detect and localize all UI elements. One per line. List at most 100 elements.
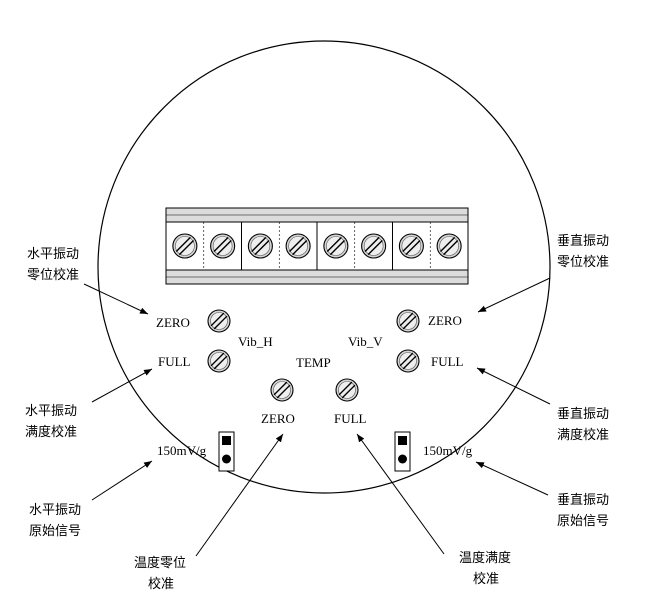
callout-t-full-line2: 校准 bbox=[473, 571, 499, 587]
v-signal-jack bbox=[394, 431, 411, 472]
terminal-screw-1 bbox=[172, 233, 198, 259]
callout-h-zero-line1: 水平振动 bbox=[27, 247, 79, 262]
v-signal-jack-square bbox=[398, 436, 407, 445]
h-full-pot-slot-2 bbox=[213, 355, 228, 370]
t-zero-pot-slot-1 bbox=[273, 381, 288, 396]
v-full-pot-slot-1 bbox=[399, 352, 414, 367]
label-t-full: FULL bbox=[334, 411, 367, 426]
label-h-full: FULL bbox=[158, 354, 191, 369]
terminal-screw-2-rim bbox=[212, 236, 233, 256]
t-full-pot-slot-2 bbox=[341, 384, 356, 399]
h-zero-pot-rim bbox=[210, 312, 228, 330]
label-temp: TEMP bbox=[296, 355, 331, 370]
label-vib-v: Vib_V bbox=[348, 334, 383, 349]
callout-v-full-line1: 垂直振动 bbox=[557, 407, 609, 422]
terminal-screw-8-slot-1 bbox=[440, 236, 456, 253]
h-zero-pot-slot-1 bbox=[210, 312, 225, 327]
v-full-pot-slot-2 bbox=[402, 355, 417, 370]
callout-v-raw-line2: 原始信号 bbox=[557, 514, 609, 529]
terminal-screw-7-slot-1 bbox=[402, 236, 418, 253]
h-signal-jack-dot bbox=[222, 454, 231, 464]
callout-h-full-line1: 水平振动 bbox=[25, 404, 77, 419]
arrow-v-raw bbox=[475, 461, 549, 496]
terminal-screw-4-slot-1 bbox=[289, 236, 305, 253]
terminal-block bbox=[165, 207, 469, 285]
housing-outline bbox=[97, 40, 551, 494]
callout-h-zero-line2: 零位校准 bbox=[27, 267, 79, 283]
callout-t-zero-line2: 校准 bbox=[148, 576, 174, 592]
terminal-screw-3-slot-1 bbox=[251, 236, 267, 253]
terminal-screw-6-slot-2 bbox=[367, 239, 383, 256]
terminal-screw-6-slot-1 bbox=[364, 236, 380, 253]
label-t-zero: ZERO bbox=[261, 411, 295, 426]
h-zero-pot bbox=[207, 309, 231, 333]
label-h-sensitivity: 150mV/g bbox=[157, 443, 207, 458]
callout-v-full-line2: 满度校准 bbox=[557, 427, 609, 443]
v-zero-pot bbox=[396, 309, 420, 333]
arrow-h-zero bbox=[83, 283, 149, 315]
potentiometers bbox=[207, 309, 420, 402]
h-full-pot-rim bbox=[210, 352, 228, 370]
terminal-screw-5-rim bbox=[326, 236, 346, 256]
terminal-screw-7-slot-2 bbox=[405, 239, 421, 256]
arrow-h-full bbox=[91, 368, 153, 403]
terminal-screw-1-slot-1 bbox=[175, 236, 191, 253]
callout-v-zero-line1: 垂直振动 bbox=[557, 234, 609, 249]
callout-h-full-line2: 满度校准 bbox=[25, 424, 77, 440]
h-full-pot-slot-1 bbox=[210, 352, 225, 367]
terminal-screw-5-slot-2 bbox=[329, 239, 345, 256]
label-vib-h: Vib_H bbox=[238, 334, 273, 349]
terminal-screw-3 bbox=[247, 233, 273, 259]
arrow-v-full bbox=[476, 367, 551, 405]
arrow-t-zero bbox=[195, 433, 284, 557]
v-zero-pot-slot-2 bbox=[402, 315, 417, 330]
terminal-screw-4-slot-2 bbox=[292, 239, 308, 256]
terminal-screw-4 bbox=[285, 233, 311, 259]
v-zero-pot-rim bbox=[399, 312, 417, 330]
callout-v-raw-line1: 垂直振动 bbox=[557, 493, 609, 508]
callout-h-raw-line2: 原始信号 bbox=[29, 524, 81, 539]
arrow-h-raw bbox=[91, 460, 153, 501]
terminal-screw-1-rim bbox=[175, 236, 195, 256]
label-v-full: FULL bbox=[431, 354, 464, 369]
terminal-screws bbox=[172, 233, 462, 259]
v-zero-pot-slot-1 bbox=[399, 312, 414, 327]
terminal-screw-5 bbox=[323, 233, 349, 259]
t-zero-pot-slot-2 bbox=[276, 384, 291, 399]
terminal-screw-5-slot-1 bbox=[326, 236, 342, 253]
t-full-pot-rim bbox=[338, 381, 356, 399]
t-zero-pot-rim bbox=[273, 381, 291, 399]
terminal-screw-3-rim bbox=[250, 236, 271, 256]
terminal-dividers bbox=[203, 222, 431, 270]
arrow-t-full bbox=[356, 433, 445, 555]
label-v-sensitivity: 150mV/g bbox=[423, 443, 473, 458]
h-signal-jack bbox=[218, 431, 235, 472]
v-full-pot-rim bbox=[399, 352, 417, 370]
t-full-pot-slot-1 bbox=[338, 381, 353, 396]
h-zero-pot-slot-2 bbox=[213, 315, 228, 330]
callout-t-zero-line1: 温度零位 bbox=[134, 555, 186, 571]
callout-h-raw-line1: 水平振动 bbox=[29, 503, 81, 518]
leader-arrows bbox=[83, 277, 551, 557]
terminal-screw-6-rim bbox=[363, 236, 384, 256]
terminal-screw-7-rim bbox=[401, 236, 422, 256]
terminal-screw-8 bbox=[436, 233, 462, 259]
t-zero-pot bbox=[270, 378, 294, 402]
terminal-screw-3-slot-2 bbox=[254, 239, 270, 256]
arrow-v-zero bbox=[477, 277, 551, 313]
terminal-screw-6 bbox=[361, 233, 387, 259]
terminal-screw-2-slot-1 bbox=[213, 236, 229, 253]
callout-t-full-line1: 温度满度 bbox=[459, 550, 511, 566]
terminal-screw-4-rim bbox=[288, 236, 308, 256]
terminal-screw-2-slot-2 bbox=[216, 239, 232, 256]
terminal-screw-1-slot-2 bbox=[178, 239, 194, 256]
terminal-screw-8-slot-2 bbox=[443, 239, 459, 256]
label-v-zero: ZERO bbox=[428, 313, 462, 328]
callout-v-zero-line2: 零位校准 bbox=[557, 254, 609, 270]
v-signal-jack-dot bbox=[398, 454, 407, 464]
h-signal-jack-square bbox=[222, 436, 231, 445]
terminal-screw-8-rim bbox=[439, 236, 459, 256]
h-full-pot bbox=[207, 349, 231, 373]
